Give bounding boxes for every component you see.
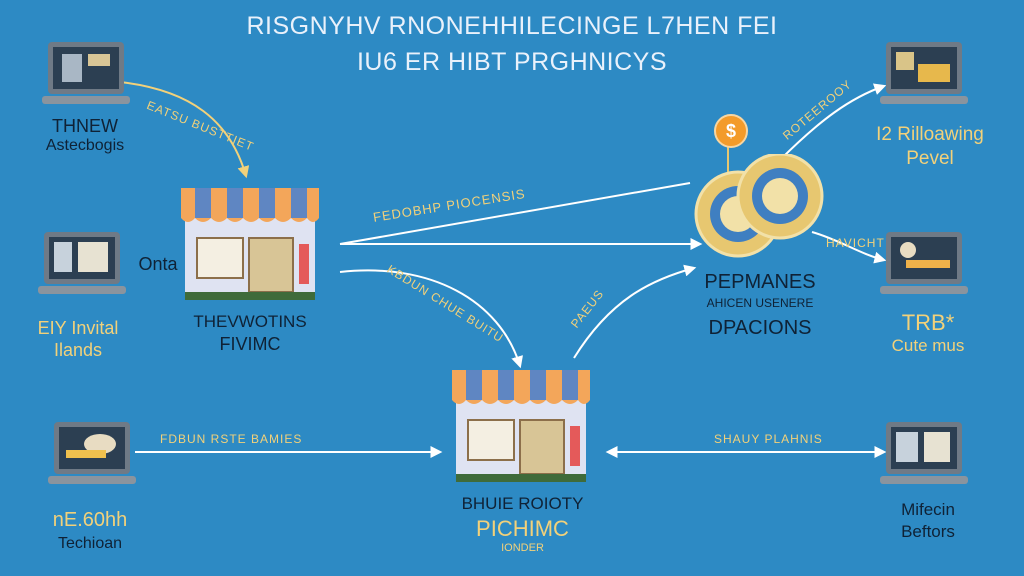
connector-label-bottom-right: SHAUY PLAHNIS	[714, 432, 823, 446]
arrow-store-down	[339, 269, 523, 369]
node-mid-left-side: Onta	[138, 254, 178, 274]
store-bottom-line-2: PICHIMC	[476, 516, 569, 541]
coins-line-3: DPACIONS	[708, 317, 812, 339]
coin-icon	[694, 154, 824, 258]
coins-line-2: AHICEN USENERE	[706, 296, 814, 310]
node-bottom-left-line-2: Techioan	[57, 535, 123, 552]
laptop-icon	[880, 42, 968, 104]
node-top-right-line-1: I2 Rilloawing	[876, 124, 984, 145]
arrow-long-line	[339, 182, 691, 245]
store-bottom-line-1: BHUIE ROIOTY	[461, 494, 584, 513]
coins-line-1: PEPMANES	[704, 271, 816, 293]
node-top-right-line-2: Pevel	[906, 148, 954, 169]
dollar-symbol: $	[725, 121, 736, 141]
arrow-bottom-to-coins	[573, 264, 697, 359]
store-bottom-line-3: IONDER	[501, 542, 544, 554]
node-top-left-line-2: Astecbogis	[45, 137, 125, 154]
diagram-title-line-1: RISGNYHV RNONEHHILECINGE L7HEN FEI	[246, 12, 778, 40]
store-top-line-1: THEVWOTINS	[193, 312, 307, 331]
node-bottom-right-line-1: Mifecin	[901, 500, 955, 519]
laptop-icon	[880, 422, 968, 484]
diagram-title-line-2: IU6 ER HIBT PRGHNICYS	[356, 48, 668, 76]
node-mid-right-line-1: TRB*	[901, 310, 955, 335]
connector-label-mid-right: HAVICHT	[826, 236, 885, 250]
node-bottom-left-line-1: nE.60hh	[52, 509, 128, 531]
laptop-icon	[38, 232, 126, 294]
node-mid-left-line-1: EIY Invital	[37, 318, 119, 338]
node-bottom-right-line-2: Beftors	[901, 522, 955, 541]
connector-label-bottom-left: FDBUN RSTE BAMIES	[160, 432, 303, 446]
node-mid-left-line-2: Ilands	[53, 340, 103, 360]
laptop-icon	[880, 232, 968, 294]
storefront-icon	[452, 370, 590, 482]
arrow-coins-to-top-right	[779, 83, 887, 161]
node-mid-right-line-2: Cute mus	[891, 336, 965, 355]
laptop-icon	[48, 422, 136, 484]
node-top-left-line-1: THNEW	[52, 116, 118, 136]
storefront-icon	[181, 188, 319, 300]
laptop-icon	[42, 42, 130, 104]
store-top-line-2: FIVIMC	[219, 334, 281, 354]
arrow-mid-right	[811, 231, 887, 264]
arrow-top-left-to-store	[119, 81, 250, 179]
dollar-icon: $	[714, 114, 748, 148]
